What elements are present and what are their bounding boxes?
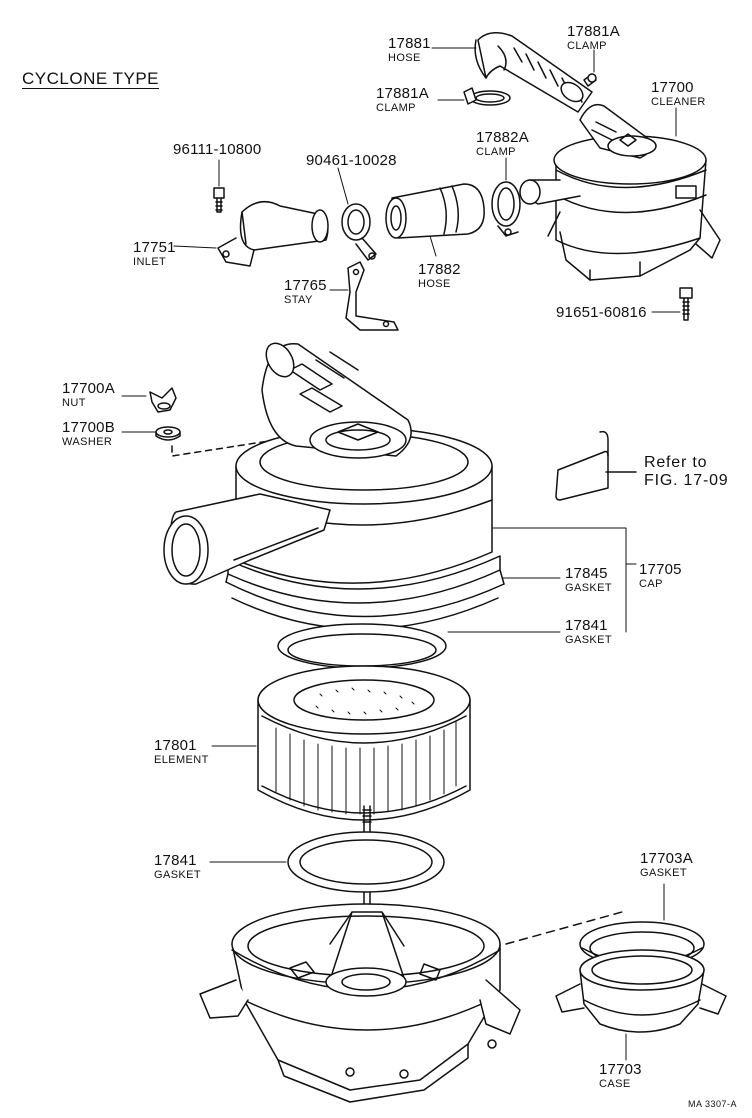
part-name: CAP — [639, 578, 663, 590]
part-label-91651-60816: 91651-60816 — [556, 305, 647, 320]
part-label-17751: 17751 INLET — [133, 240, 176, 268]
part-number: 17845 — [565, 565, 608, 582]
part-name: STAY — [284, 294, 313, 306]
part-label-17703a: 17703A GASKET — [640, 851, 693, 879]
part-number: 17882A — [476, 129, 529, 146]
part-label-90461-10028: 90461-10028 — [306, 153, 397, 168]
part-label-17700b: 17700B WASHER — [62, 420, 115, 448]
clamp-17882a-drawing — [491, 181, 521, 237]
part-name: CLAMP — [567, 40, 607, 52]
reference-symbol — [555, 430, 637, 501]
part-label-17700: 17700 CLEANER — [651, 80, 706, 108]
part-number: 17700A — [62, 380, 115, 397]
part-number: 90461-10028 — [306, 152, 397, 169]
part-name: CLAMP — [376, 102, 416, 114]
part-name: NUT — [62, 397, 86, 409]
part-number: 17705 — [639, 561, 682, 578]
cleaner-17700-drawing — [519, 103, 721, 281]
part-label-17841-top: 17841 GASKET — [565, 618, 612, 646]
wing-nut-17700a-drawing — [149, 387, 177, 413]
part-label-17845: 17845 GASKET — [565, 566, 612, 594]
case-drawing — [199, 903, 521, 1103]
inlet-17751-drawing — [217, 200, 329, 267]
bolt-91651-drawing — [679, 287, 693, 321]
part-number: 96111-10800 — [173, 141, 262, 158]
part-label-17881a-top: 17881A CLAMP — [567, 24, 620, 52]
figure-code: MA 3307-A — [688, 1099, 738, 1109]
part-name: GASKET — [154, 869, 202, 881]
part-number: 17882 — [418, 261, 461, 278]
stay-17765-drawing — [345, 261, 399, 331]
part-label-17801: 17801 ELEMENT — [154, 738, 209, 766]
part-label-17705: 17705 CAP — [639, 562, 682, 590]
part-number: 17751 — [133, 239, 176, 256]
reference-line-1: Refer to — [644, 454, 708, 471]
part-label-17841-bottom: 17841 GASKET — [154, 853, 201, 881]
element-17801-drawing — [257, 665, 471, 821]
part-name: WASHER — [62, 436, 113, 448]
part-name: CASE — [599, 1078, 631, 1090]
case-17703-drawing — [555, 949, 727, 1033]
part-number: 17700 — [651, 79, 694, 96]
leader-lines — [121, 47, 681, 1061]
part-label-17765: 17765 STAY — [284, 278, 327, 306]
part-name: GASKET — [565, 634, 613, 646]
case-dashed-leader — [505, 911, 623, 945]
part-number: 91651-60816 — [556, 304, 647, 321]
part-name: CLAMP — [476, 146, 516, 158]
part-name: GASKET — [565, 582, 613, 594]
part-number: 17703 — [599, 1061, 642, 1078]
diagram-title: CYCLONE TYPE — [22, 69, 160, 89]
part-name: CLEANER — [651, 96, 706, 108]
part-number: 17765 — [284, 277, 327, 294]
part-label-17881a-mid: 17881A CLAMP — [376, 86, 429, 114]
clamp-90461-drawing — [341, 203, 377, 261]
part-number: 17881A — [567, 23, 620, 40]
part-number: 17801 — [154, 737, 197, 754]
part-label-17882a: 17882A CLAMP — [476, 130, 529, 158]
part-name: INLET — [133, 256, 167, 268]
washer-17700b-drawing — [155, 426, 181, 441]
part-number: 17700B — [62, 419, 115, 436]
figure-reference: Refer to FIG. 17-09 — [644, 454, 728, 491]
part-name: HOSE — [418, 278, 451, 290]
part-name: HOSE — [388, 52, 421, 64]
part-name: GASKET — [640, 867, 688, 879]
bolt-96111-drawing — [213, 187, 225, 213]
part-number: 17841 — [565, 617, 608, 634]
gasket-17841-bottom-drawing — [287, 831, 445, 893]
part-label-17703: 17703 CASE — [599, 1062, 642, 1090]
part-number: 17881A — [376, 85, 429, 102]
part-name: ELEMENT — [154, 754, 209, 766]
cap-17705-drawing — [163, 342, 505, 630]
part-number: 17841 — [154, 852, 197, 869]
part-number: 17703A — [640, 850, 693, 867]
part-number: 17881 — [388, 35, 431, 52]
reference-line-2: FIG. 17-09 — [644, 472, 729, 490]
part-label-96111-10800: 96111-10800 — [173, 142, 261, 157]
part-label-17700a: 17700A NUT — [62, 381, 115, 409]
clamp-17881a-mid-drawing — [463, 87, 511, 106]
clamp-17881a-top-drawing — [560, 73, 597, 103]
hose-17882-drawing — [385, 183, 485, 239]
part-label-17882: 17882 HOSE — [418, 262, 461, 290]
gasket-17841-top-drawing — [277, 623, 447, 669]
part-label-17881: 17881 HOSE — [388, 36, 431, 64]
